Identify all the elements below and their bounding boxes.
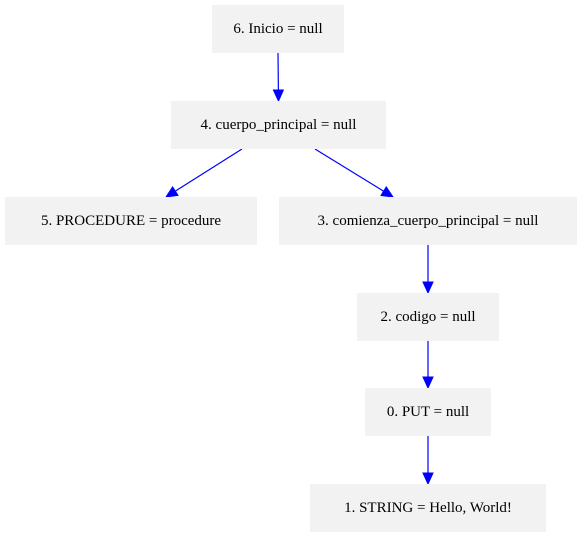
node-codigo: 2. codigo = null (357, 293, 499, 341)
node-comienza-cuerpo-principal: 3. comienza_cuerpo_principal = null (279, 197, 577, 245)
edge-arrowhead-n2-n0 (422, 376, 434, 390)
node-inicio: 6. Inicio = null (212, 5, 344, 53)
edge-arrowhead-n0-n1 (422, 472, 434, 486)
node-procedure: 5. PROCEDURE = procedure (5, 197, 257, 245)
edge-line-n4-n3 (314, 148, 384, 192)
edge-line-n4-n5 (174, 148, 243, 192)
edge-arrowhead-n6-n4 (272, 89, 285, 103)
edge-arrowhead-n3-n2 (422, 281, 434, 295)
node-put: 0. PUT = null (365, 388, 491, 436)
node-string: 1. STRING = Hello, World! (310, 484, 546, 532)
edge-arrowhead-n4-n3 (380, 186, 395, 198)
node-cuerpo-principal: 4. cuerpo_principal = null (171, 101, 386, 149)
edge-arrowhead-n4-n5 (164, 185, 179, 198)
